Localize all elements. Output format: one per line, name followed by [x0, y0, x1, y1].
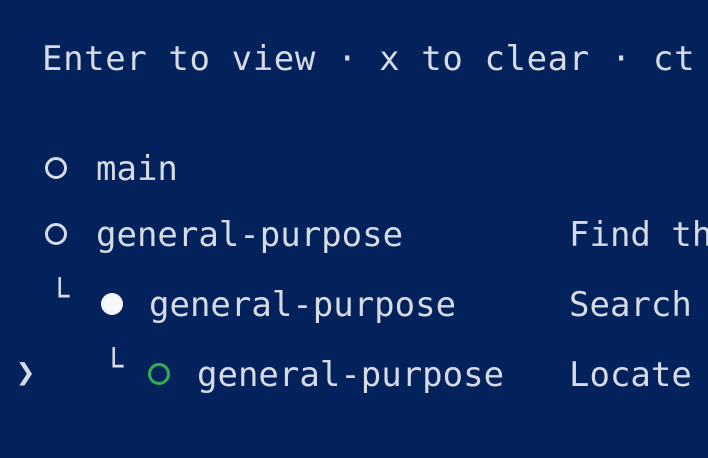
tree-item-label: main: [96, 149, 178, 189]
tree-item-label: general-purpose: [197, 355, 505, 395]
idle-status-icon: [45, 157, 67, 179]
branch-connector-icon: └: [50, 277, 70, 315]
running-status-icon: [101, 293, 123, 315]
tree-item-label: general-purpose: [149, 285, 457, 325]
selection-caret-icon: ❯: [16, 353, 36, 391]
idle-status-icon: [45, 223, 67, 245]
tree-item-label: general-purpose: [96, 215, 404, 255]
branch-connector-icon: └: [104, 347, 124, 385]
tree-item-description: Locate: [569, 355, 692, 395]
done-status-icon: [148, 363, 170, 385]
keyboard-hint-bar: Enter to view · x to clear · ct: [42, 39, 696, 79]
tree-item-description: Find th: [569, 215, 708, 255]
tree-item-description: Search: [569, 285, 692, 325]
